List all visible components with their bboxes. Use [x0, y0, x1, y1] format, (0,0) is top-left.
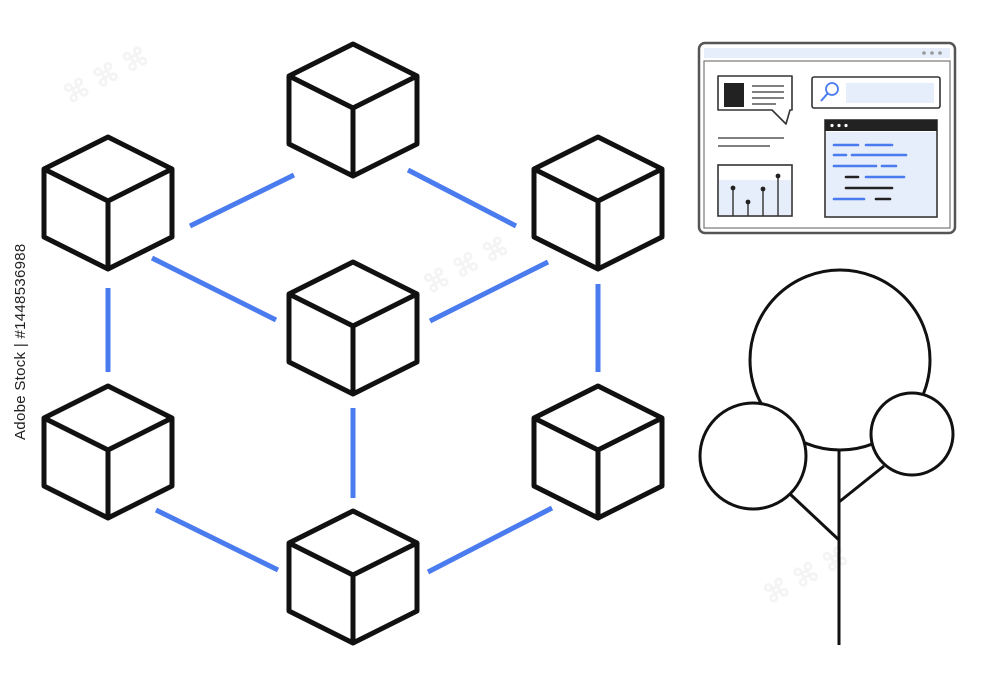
search-bar [811, 76, 941, 109]
cube-lower-right [534, 386, 662, 518]
profile-card [717, 75, 793, 125]
connector-right-center [428, 259, 550, 324]
cube-center [289, 262, 417, 394]
tree-icon [698, 268, 955, 645]
search-field [846, 83, 934, 103]
cube-lower-left [44, 386, 172, 518]
browser-titlebar [704, 48, 950, 58]
chart-area-fill [719, 180, 791, 215]
connector-left-center [150, 255, 278, 323]
window-dot [930, 51, 934, 55]
cube-upper-right [534, 137, 662, 269]
connector-bottom-left [154, 507, 280, 573]
cube-top [289, 44, 417, 176]
cube-upper-left [44, 137, 172, 269]
browser-dashboard-icon [697, 41, 957, 235]
search-icon [820, 82, 839, 102]
browser-inner-frame [703, 60, 951, 229]
tree-branch-right [838, 464, 885, 504]
tree-crown-left [698, 401, 808, 511]
network-connectors [105, 167, 601, 575]
tree-crown-right [869, 391, 955, 477]
code-window-titlebar [825, 120, 937, 131]
window-dot [922, 51, 926, 55]
mini-chart [717, 164, 793, 217]
window-dot [938, 51, 942, 55]
tree-branch-left [788, 492, 841, 542]
code-window [824, 119, 938, 218]
connector-top-right [406, 167, 518, 229]
connector-bottom-right [426, 505, 554, 575]
avatar-placeholder [724, 83, 744, 107]
cube-bottom [289, 511, 417, 643]
connector-top-left [188, 172, 296, 229]
network-cubes [44, 44, 662, 643]
stock-id-label: Adobe Stock | #1448536988 [12, 243, 29, 440]
